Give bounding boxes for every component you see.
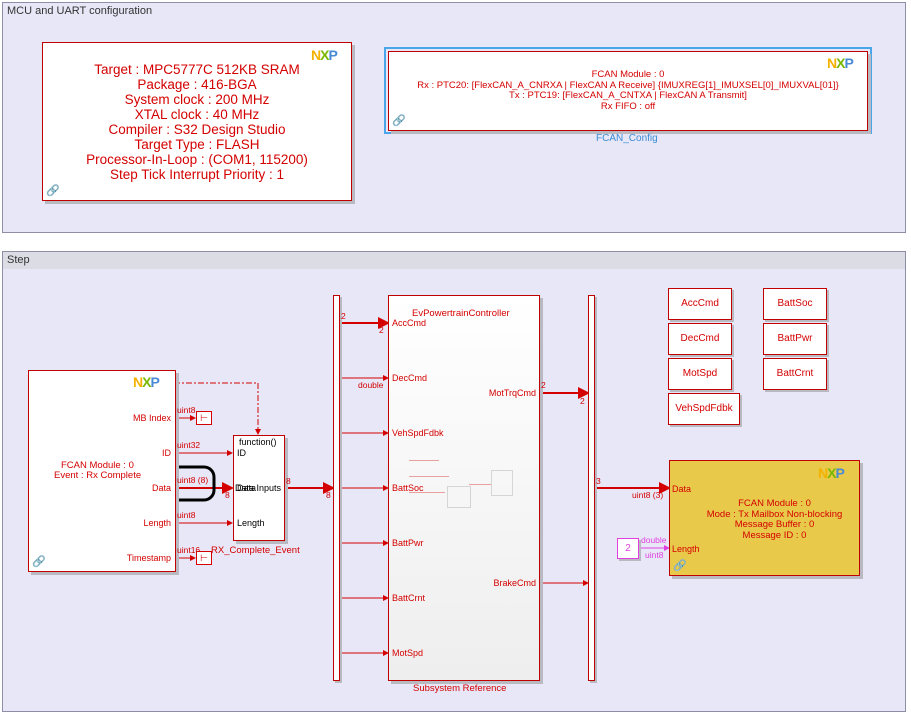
signal-type-label: uint8 — [645, 550, 664, 560]
fcan-transmit-block[interactable]: NXP Data Length FCAN Module : 0 Mode : T… — [669, 460, 860, 576]
signal-type-label: uint16 — [177, 545, 201, 555]
input-battpwr: BattPwr — [392, 538, 424, 548]
fcan-rx-complete-block[interactable]: NXP FCAN Module : 0 Event : Rx Complete … — [28, 370, 176, 572]
goto-battpwr[interactable]: BattPwr — [763, 323, 827, 355]
goto-battsoc[interactable]: BattSoc — [763, 288, 827, 320]
tx-block-line: Mode : Tx Mailbox Non-blocking — [706, 508, 843, 520]
nxp-logo: NXP — [311, 47, 338, 63]
port-timestamp: Timestamp — [126, 553, 171, 563]
mcu-line: Step Tick Interrupt Priority : 1 — [109, 167, 285, 182]
controller-caption: Subsystem Reference — [413, 683, 507, 694]
rx-block-line: Event : Rx Complete — [54, 470, 142, 481]
signal-width-label: 2 — [341, 311, 346, 321]
terminator-icon: ⊢ — [196, 551, 212, 565]
signal-type-label: uint8 (8) — [177, 475, 209, 485]
nxp-logo: NXP — [818, 465, 845, 481]
constant-block[interactable]: 2 — [617, 538, 639, 559]
port-length: Length — [672, 544, 700, 554]
goto-acccmd[interactable]: AccCmd — [668, 288, 732, 320]
input-vehspdfdbk: VehSpdFdbk — [392, 428, 444, 438]
output-mottrqcmd: MotTrqCmd — [488, 388, 536, 398]
fcan-config-line: Rx FIFO : off — [600, 100, 656, 112]
link-icon: 🔗 — [673, 560, 687, 572]
rx-complete-event-subsystem[interactable]: function() ID Data Data Inputs Length — [233, 435, 285, 541]
signal-width-label: 2 — [541, 380, 546, 390]
terminator-icon: ⊢ — [196, 411, 212, 425]
constant-value: 2 — [625, 543, 631, 554]
mcu-config-block[interactable]: NXP Target : MPC5777C 512KB SRAM Package… — [42, 42, 352, 201]
mcu-line: XTAL clock : 40 MHz — [134, 107, 260, 122]
port-mb-index: MB Index — [132, 413, 171, 423]
port-id: ID — [237, 448, 246, 458]
link-icon: 🔗 — [392, 115, 406, 127]
goto-vehspdfdbk[interactable]: VehSpdFdbk — [668, 393, 740, 425]
input-acccmd: AccCmd — [392, 318, 427, 328]
signal-width-label: 2 — [580, 396, 585, 406]
signal-width-label: 2 — [379, 325, 384, 335]
signal-width-label: 3 — [596, 476, 601, 486]
signal-type-label: uint32 — [177, 440, 201, 450]
signal-type-label: uint8 (3) — [632, 490, 664, 500]
mcu-line: Processor-In-Loop : (COM1, 115200) — [86, 152, 308, 167]
port-data: Data — [237, 483, 257, 493]
step-area-title: Step — [7, 254, 30, 266]
fcan-config-caption: FCAN_Config — [596, 133, 658, 144]
link-icon: 🔗 — [32, 556, 46, 568]
fcan-config-line: Tx : PTC19: [FlexCAN_A_CNTXA | FlexCAN A… — [509, 90, 747, 101]
tx-block-line: Message ID : 0 — [742, 529, 807, 541]
output-brakecmd: BrakeCmd — [493, 578, 536, 588]
port-id: ID — [162, 448, 171, 458]
input-battcrnt: BattCrnt — [392, 593, 426, 603]
nxp-logo: NXP — [133, 374, 160, 390]
input-battsoc: BattSoc — [392, 483, 424, 493]
input-deccmd: DecCmd — [392, 373, 428, 383]
port-data: Data — [672, 484, 692, 494]
tx-block-line: FCAN Module : 0 — [738, 498, 811, 509]
port-length: Length — [143, 518, 171, 528]
mcu-line: System clock : 200 MHz — [124, 92, 270, 107]
port-length: Length — [237, 518, 265, 528]
signal-type-label: double — [358, 380, 384, 390]
signal-width-label: 8 — [225, 490, 230, 500]
nxp-logo: NXP — [827, 55, 854, 71]
controller-title: EvPowertrainController — [412, 308, 510, 319]
signal-type-label: uint8 — [177, 510, 196, 520]
rx-block-line: FCAN Module : 0 — [61, 460, 134, 471]
demux-bar[interactable] — [333, 295, 340, 681]
port-data: Data — [151, 483, 171, 493]
fcan-config-line: FCAN Module : 0 — [591, 69, 665, 80]
goto-battcrnt[interactable]: BattCrnt — [763, 358, 827, 390]
signal-type-label: double — [641, 535, 667, 545]
trigger-port: function() — [239, 437, 277, 447]
ev-powertrain-controller[interactable]: EvPowertrainController AccCmd DecCmd Veh… — [388, 295, 540, 681]
rx-complete-event-caption: RX_Complete_Event — [211, 545, 300, 556]
signal-width-label: 8 — [286, 476, 291, 486]
goto-motspd[interactable]: MotSpd — [668, 358, 732, 390]
mux-bar[interactable] — [588, 295, 595, 681]
mcu-line: Target Type : FLASH — [134, 137, 260, 152]
signal-width-label: 8 — [326, 490, 331, 500]
mcu-line: Compiler : S32 Design Studio — [108, 122, 286, 137]
fcan-config-block[interactable]: NXP FCAN Module : 0 Rx : PTC20: [FlexCAN… — [388, 51, 868, 131]
internal-diagram-thumbnail — [409, 456, 517, 524]
signal-type-label: uint8 — [177, 405, 196, 415]
mcu-uart-area-title: MCU and UART configuration — [7, 5, 153, 17]
goto-deccmd[interactable]: DecCmd — [668, 323, 732, 355]
mcu-line: Target : MPC5777C 512KB SRAM — [94, 62, 300, 77]
link-icon: 🔗 — [46, 185, 60, 197]
fcan-config-selection — [384, 47, 872, 134]
input-motspd: MotSpd — [392, 648, 424, 658]
port-data-inputs: Data Inputs — [234, 483, 281, 493]
mcu-line: Package : 416-BGA — [137, 77, 257, 92]
tx-block-line: Message Buffer : 0 — [734, 519, 815, 530]
fcan-config-line: Rx : PTC20: [FlexCAN_A_CNRXA | FlexCAN A… — [417, 79, 839, 91]
